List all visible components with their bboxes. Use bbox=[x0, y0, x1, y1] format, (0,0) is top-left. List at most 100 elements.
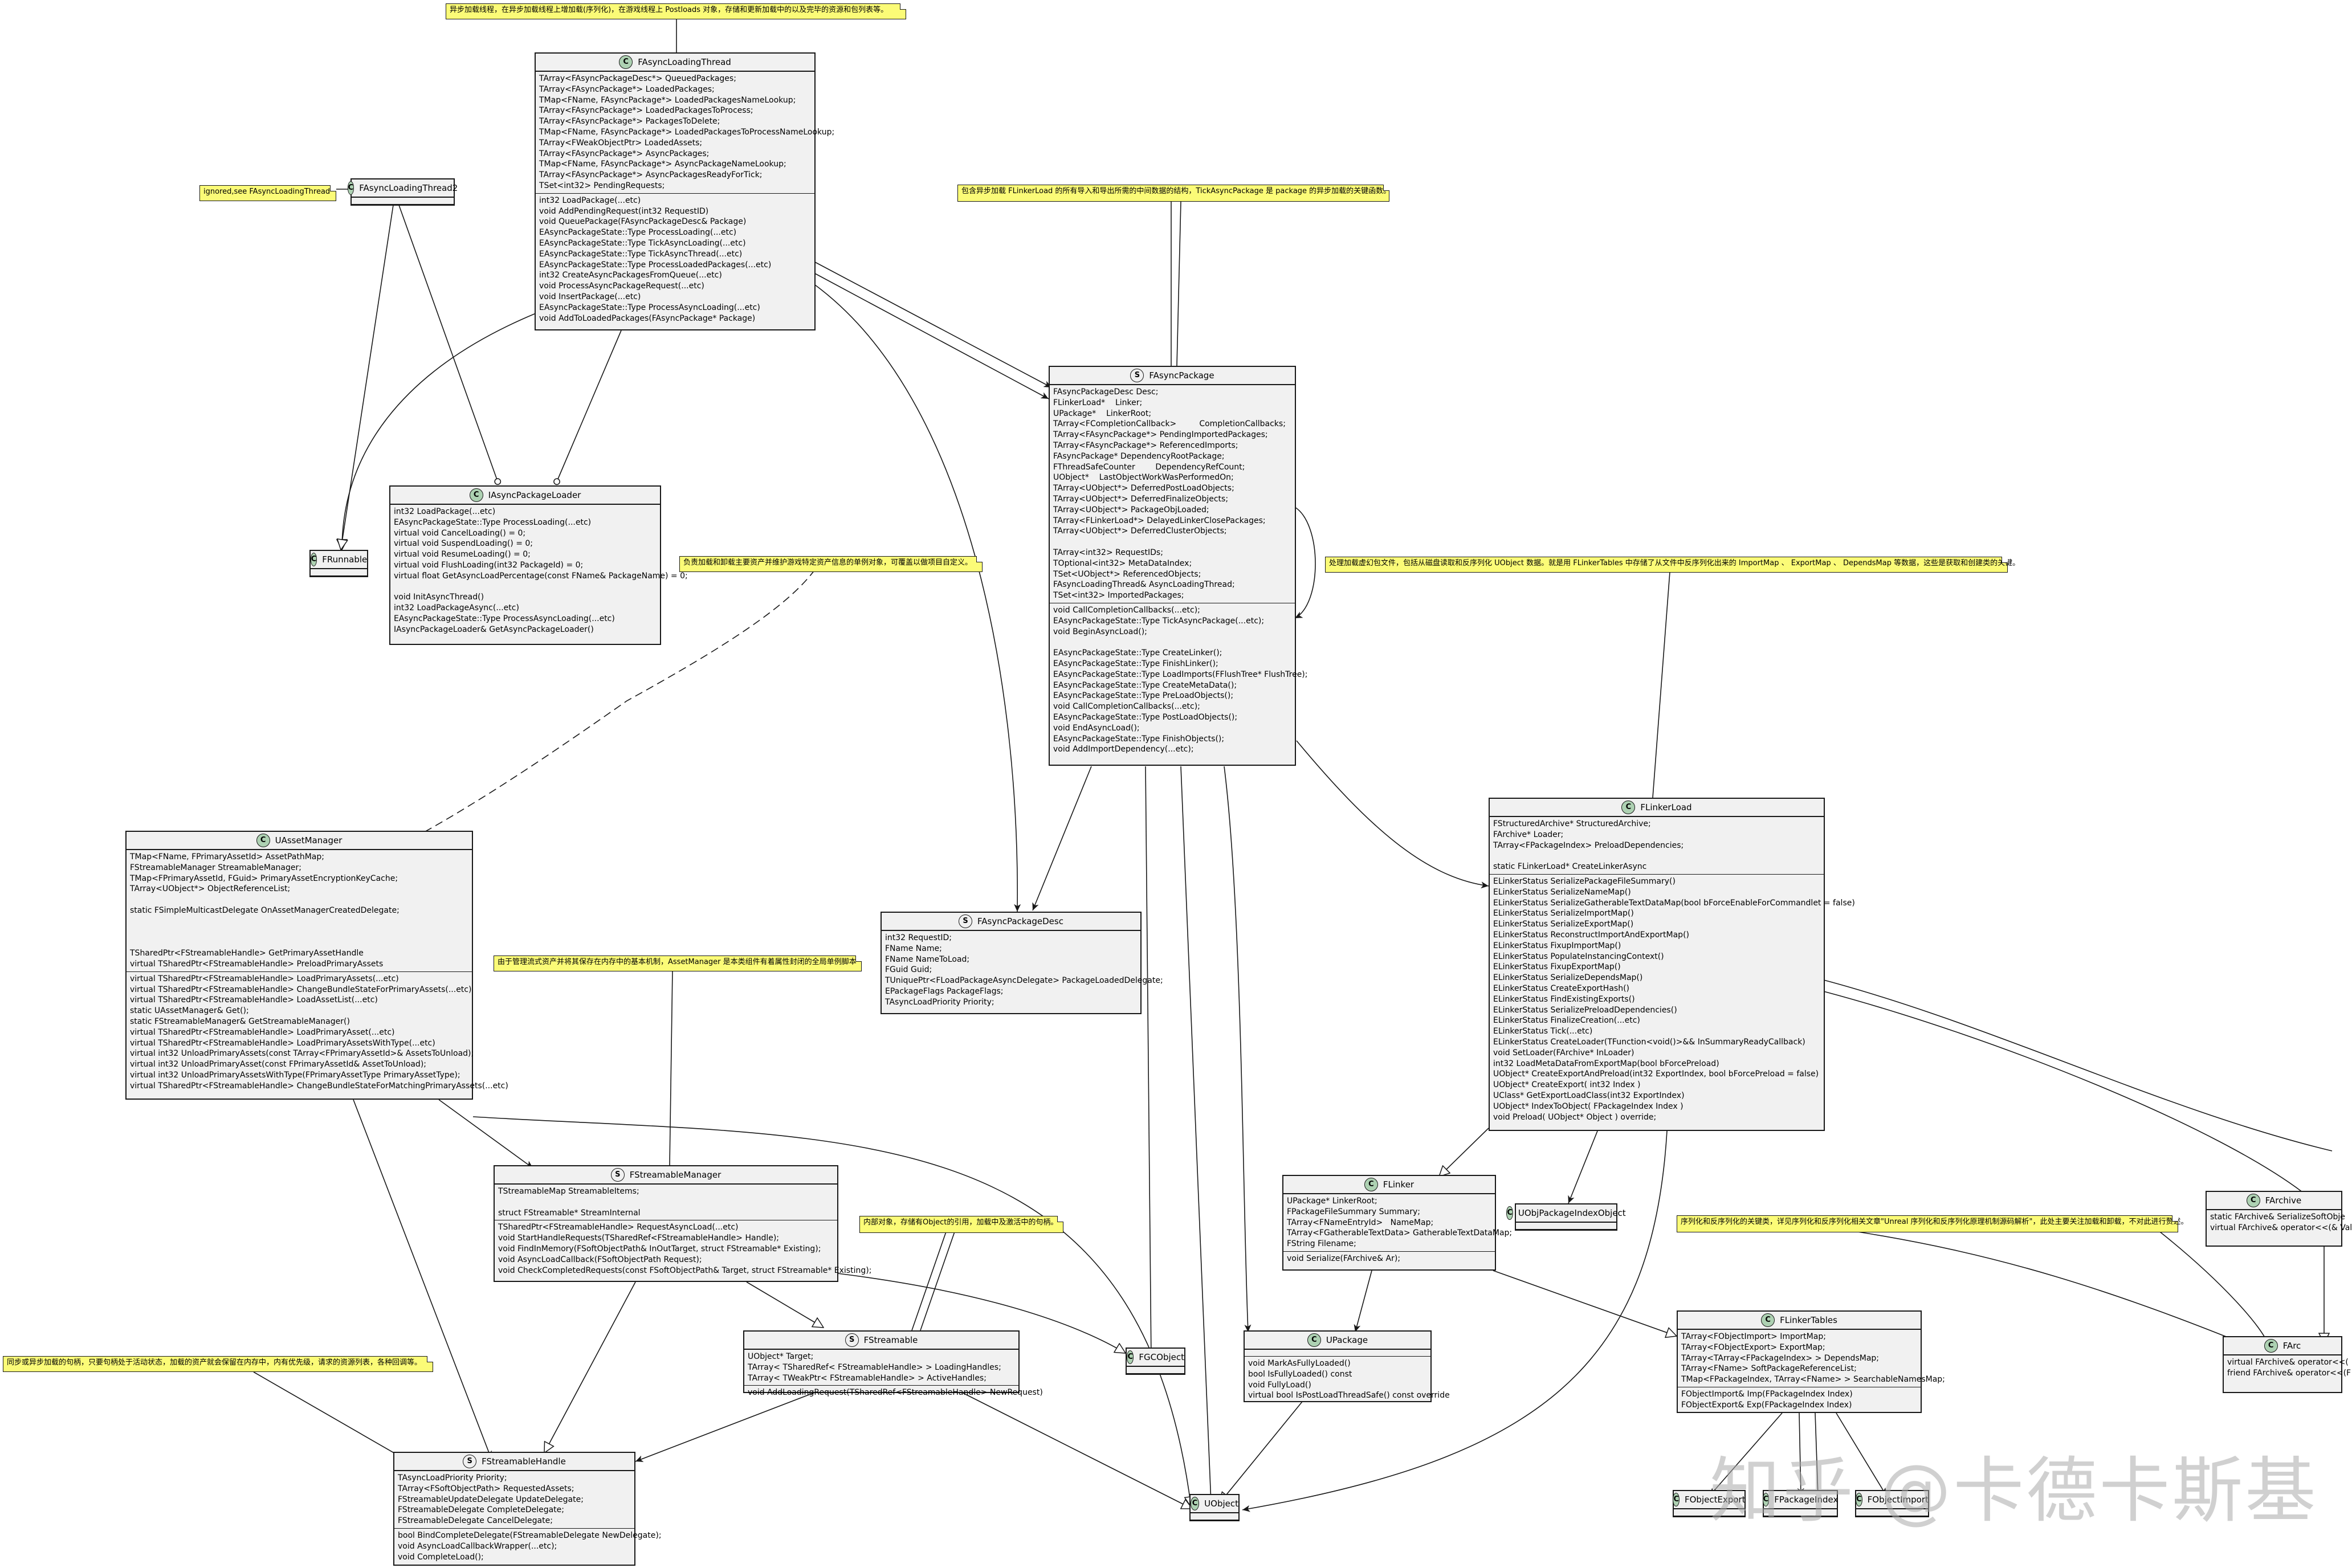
fields-section: TMap<FName, FPrimaryAssetId> AssetPathMa… bbox=[127, 850, 472, 972]
member-line: TArray<FAsyncPackage*> PendingImportedPa… bbox=[1053, 430, 1268, 440]
note-streamable: 内部对象，存储有Object的引用，加载中及激活中的句柄。 bbox=[859, 1216, 1063, 1233]
class-name: UObjPackageIndexObject bbox=[1518, 1207, 1626, 1218]
method-line: bool BindCompleteDelegate(FStreamableDel… bbox=[398, 1530, 662, 1540]
member-line: EPackageFlags PackageFlags; bbox=[885, 986, 1004, 996]
method-line: EAsyncPackageState::Type CreateMetaData(… bbox=[1053, 680, 1237, 690]
note-link-streammgr bbox=[669, 970, 673, 1166]
method-line: virtual TSharedPtr<FStreamableHandle> Lo… bbox=[130, 995, 378, 1005]
member-line: FThreadSafeCounter DependencyRefCount; bbox=[1053, 462, 1245, 472]
member-line: virtual void FlushLoading(int32 PackageI… bbox=[394, 560, 584, 570]
method-line: ELinkerStatus CreateExportHash() bbox=[1493, 983, 1629, 993]
member-line: TArray<FObjectExport> ExportMap; bbox=[1681, 1342, 1825, 1352]
edge-asyncpackage-to-fgcobject bbox=[1145, 766, 1151, 1361]
class-name: FAsyncPackageDesc bbox=[977, 916, 1063, 926]
method-line: ELinkerStatus SerializeImportMap() bbox=[1493, 909, 1634, 918]
method-line: void CallCompletionCallbacks(...etc); bbox=[1053, 605, 1200, 615]
member-line: TMap<FPrimaryAssetId, FGuid> PrimaryAsse… bbox=[130, 873, 398, 883]
method-line: TSharedPtr<FStreamableHandle> RequestAsy… bbox=[498, 1223, 739, 1232]
method-line: void CompleteLoad(); bbox=[398, 1552, 484, 1562]
method-line: ELinkerStatus PopulateInstancingContext(… bbox=[1493, 952, 1664, 961]
fields-section: int32 LoadPackage(...etc)EAsyncPackageSt… bbox=[390, 505, 688, 637]
edge-flinkertables-to-fobjectexport bbox=[1709, 1412, 1783, 1496]
class-name: FArc bbox=[2282, 1340, 2301, 1351]
method-line: ELinkerStatus CreateLoader(TFunction<voi… bbox=[1493, 1037, 1805, 1047]
member-line: IAsyncPackageLoader& GetAsyncPackageLoad… bbox=[394, 624, 594, 634]
member-line: TMap<FPackageIndex, TArray<FName> > Sear… bbox=[1681, 1375, 1945, 1385]
member-line: TArray<UObject*> PackageObjLoaded; bbox=[1053, 505, 1209, 514]
member-line: friend FArchive& operator<<(F bbox=[2227, 1368, 2351, 1378]
struct-icon: S bbox=[845, 1333, 859, 1347]
method-line: void FindInMemory(FSoftObjectPath& InOut… bbox=[498, 1244, 821, 1253]
class-icon: C bbox=[347, 181, 354, 195]
method-line: int32 LoadMetaDataFromExportMap(bool bFo… bbox=[1493, 1059, 1719, 1068]
member-line: TArray<UObject*> ObjectReferenceList; bbox=[130, 884, 291, 894]
method-line: virtual int32 UnloadPrimaryAssetsWithTyp… bbox=[130, 1070, 460, 1080]
class-name: FObjectImport bbox=[1867, 1494, 1929, 1505]
class-name: FLinker bbox=[1383, 1179, 1415, 1190]
class-header: S FAsyncPackageDesc bbox=[882, 913, 1140, 931]
method-line: void EndAsyncLoad(); bbox=[1053, 723, 1140, 733]
method-line: FObjectExport& Exp(FPackageIndex Index) bbox=[1681, 1400, 1852, 1410]
fields-section bbox=[1856, 1509, 1928, 1516]
member-line: UObject* Target; bbox=[748, 1352, 814, 1361]
method-line: void StartHandleRequests(TSharedRef<FStr… bbox=[498, 1234, 780, 1243]
watermark: 知乎 @卡德卡斯基 bbox=[1710, 1450, 2318, 1532]
member-line: FGuid Guid; bbox=[885, 965, 932, 975]
methods-section: void AddLoadingRequest(TSharedRef<FStrea… bbox=[744, 1386, 1043, 1400]
method-line: static FStreamableManager& GetStreamable… bbox=[130, 1016, 350, 1026]
method-line: EAsyncPackageState::Type ProcessLoading(… bbox=[539, 228, 737, 238]
member-line: virtual void SuspendLoading() = 0; bbox=[394, 539, 533, 549]
edge-asyncpackage-to-packagedesc bbox=[1032, 766, 1092, 911]
class-name: FStreamable bbox=[863, 1334, 918, 1345]
member-line: TArray<FGatherableTextData> GatherableTe… bbox=[1287, 1228, 1513, 1238]
member-line: TMap<FName, FPrimaryAssetId> AssetPathMa… bbox=[130, 852, 324, 861]
method-line: ELinkerStatus SerializeGatherableTextDat… bbox=[1493, 898, 1855, 908]
class-icon: C bbox=[256, 834, 270, 847]
note-archive: 序列化和反序列化的关键类，详见序列化和反序列化相关文章"Unreal 序列化和反… bbox=[1677, 1215, 2188, 1232]
edge-streammanager-to-handle bbox=[544, 1281, 636, 1453]
class-icon: C bbox=[1127, 1350, 1134, 1364]
edge-assetmanager-to-streammanager bbox=[438, 1099, 533, 1169]
member-line: TArray<FAsyncPackage*> LoadedPackages; bbox=[539, 84, 715, 94]
member-line: FAsyncPackageDesc Desc; bbox=[1053, 387, 1159, 397]
member-line: TArray<FNameEntryId> NameMap; bbox=[1287, 1218, 1434, 1227]
struct-icon: S bbox=[959, 914, 972, 928]
member-line: TArray<UObject*> DeferredPostLoadObjects… bbox=[1053, 484, 1234, 493]
fields-section bbox=[352, 198, 454, 205]
member-line bbox=[130, 916, 468, 927]
fields-section bbox=[1127, 1367, 1184, 1374]
member-line: UPackage* LinkerRoot; bbox=[1053, 409, 1152, 418]
edge-linkerload-to-flinker bbox=[1439, 1128, 1489, 1177]
fields-section bbox=[1191, 1513, 1238, 1520]
member-line: static FLinkerLoad* CreateLinkerAsync bbox=[1493, 862, 1647, 872]
edge-linkerload-to-uobject bbox=[1242, 1130, 1668, 1512]
method-line: UClass* GetExportLoadClass(int32 ExportI… bbox=[1493, 1091, 1685, 1100]
class-name: FLinkerLoad bbox=[1640, 802, 1692, 812]
member-line: FAsyncPackage* DependencyRootPackage; bbox=[1053, 451, 1225, 461]
member-line: int32 LoadPackage(...etc) bbox=[394, 507, 496, 516]
method-line: void InsertPackage(...etc) bbox=[539, 292, 641, 301]
method-line: void AddLoadingRequest(TSharedRef<FStrea… bbox=[748, 1388, 1043, 1398]
class-header: S FStreamable bbox=[744, 1332, 1018, 1350]
methods-section bbox=[1516, 1230, 1616, 1236]
method-line bbox=[1053, 637, 1291, 648]
